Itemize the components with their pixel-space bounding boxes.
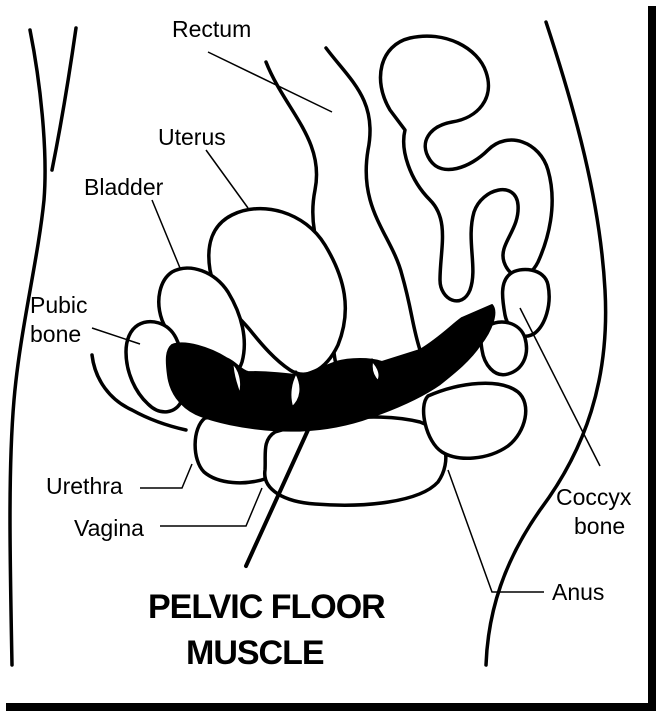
anus-leader — [448, 470, 544, 592]
body-outline-front-upper — [52, 28, 76, 170]
label-vagina: Vagina — [74, 515, 144, 541]
anus-region — [424, 383, 526, 458]
label-pubic-bone-line2: bone — [30, 321, 81, 347]
label-bladder: Bladder — [84, 174, 164, 200]
title-line2: MUSCLE — [186, 634, 324, 672]
title-line1: PELVIC FLOOR — [148, 588, 385, 626]
bladder-leader — [152, 200, 180, 268]
urethra-leader — [140, 464, 192, 488]
uterus-leader — [206, 150, 248, 208]
coccyx-leader — [520, 308, 600, 466]
rectum-leader — [208, 52, 332, 112]
body-outline-front — [10, 30, 45, 665]
sigmoid-colon — [380, 36, 552, 301]
frame-shadow-bottom — [6, 703, 656, 711]
label-coccyx-line1: Coccyx — [556, 484, 632, 510]
label-uterus: Uterus — [158, 124, 226, 150]
label-anus: Anus — [552, 579, 604, 605]
label-coccyx-line2: bone — [574, 513, 625, 539]
label-urethra: Urethra — [46, 473, 123, 499]
label-pubic-bone-line1: Pubic — [30, 292, 88, 318]
vagina-leader — [160, 488, 262, 526]
label-rectum: Rectum — [172, 16, 251, 42]
frame-shadow-right — [648, 6, 656, 711]
